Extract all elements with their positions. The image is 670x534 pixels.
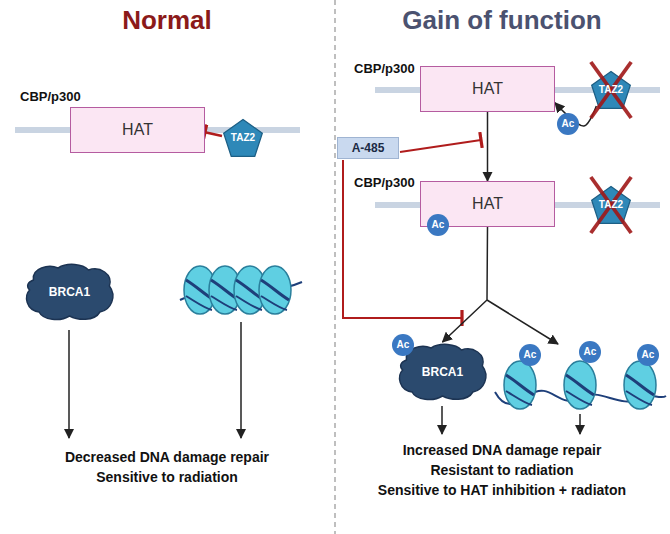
flow-arrow — [487, 300, 558, 344]
node-text: TAZ2 — [599, 200, 623, 210]
flow-arrow — [68, 330, 70, 438]
annotation-text: CBP/p300 — [20, 90, 81, 104]
node-text: Ac — [562, 119, 575, 129]
panel-divider — [334, 0, 336, 534]
acetyl-mark: Ac — [427, 214, 449, 236]
taz2-pentagon: TAZ2 — [590, 185, 632, 225]
panel-title: Normal — [122, 6, 212, 35]
taz2-pentagon: TAZ2 — [590, 70, 632, 110]
acetyl-mark: Ac — [557, 113, 579, 135]
inhibition-line — [400, 140, 481, 152]
flow-arrow — [240, 322, 242, 438]
node-text: TAZ2 — [231, 133, 255, 143]
node-text: A-485 — [352, 142, 385, 154]
inhibitor-box: A-485 — [337, 137, 399, 159]
annotation-text: Sensitive to HAT inhibition + radiaton — [378, 483, 626, 498]
annotation-text: Decreased DNA damage repair — [65, 450, 269, 465]
annotation-text: Resistant to radiation — [430, 463, 573, 478]
arrow-connector — [443, 227, 488, 342]
flow-arrow — [441, 406, 443, 434]
node-text: BRCA1 — [49, 286, 90, 298]
node-text: HAT — [472, 81, 503, 97]
arrow-connector — [487, 112, 489, 181]
hat-domain-box: HAT — [70, 107, 205, 153]
node-text: HAT — [122, 122, 153, 138]
annotation-text: Increased DNA damage repair — [403, 443, 602, 458]
acetyl-mark: Ac — [519, 344, 541, 366]
acetyl-mark: Ac — [637, 344, 659, 366]
node-text: Ac — [432, 220, 445, 230]
node-text: Ac — [397, 340, 410, 350]
acetyl-mark: Ac — [579, 341, 601, 363]
nucleosome — [184, 266, 291, 314]
panel-title: Gain of function — [402, 6, 601, 35]
node-text: HAT — [472, 196, 503, 212]
taz2-pentagon: TAZ2 — [222, 118, 264, 158]
node-text: BRCA1 — [422, 366, 463, 378]
node-text: Ac — [642, 350, 655, 360]
node-text: Ac — [524, 350, 537, 360]
nucleosome — [504, 361, 656, 409]
hat-domain-box: HAT — [420, 66, 555, 112]
annotation-text: Sensitive to radiation — [96, 470, 238, 485]
brca1-protein: BRCA1 — [22, 262, 117, 322]
annotation-text: CBP/p300 — [354, 62, 415, 76]
node-text: Ac — [584, 347, 597, 357]
annotation-text: CBP/p300 — [354, 176, 415, 190]
inhibition-connector — [205, 132, 222, 136]
acetyl-mark: Ac — [392, 334, 414, 356]
node-text: TAZ2 — [599, 85, 623, 95]
flow-arrow — [579, 414, 581, 434]
